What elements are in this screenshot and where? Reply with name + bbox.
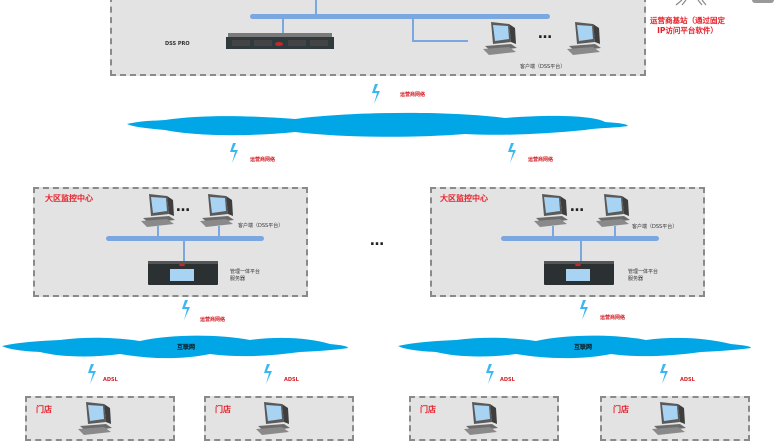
platform-server-label-line2: 服务器 xyxy=(628,276,644,282)
carrier-network-label: 运营商网络 xyxy=(200,317,226,323)
client-ellipsis: … xyxy=(538,26,553,42)
server-drop-line xyxy=(282,16,284,34)
regional-center-box xyxy=(430,187,705,297)
carrier-network-label: 运营商网络 xyxy=(250,157,276,163)
internet-cloud-label: 互联网 xyxy=(177,344,196,351)
platform-server-icon xyxy=(148,261,218,285)
client-drop-line xyxy=(157,226,159,238)
internet-cloud xyxy=(398,335,751,359)
wireless-link-icon xyxy=(372,84,380,104)
carrier-network-cloud xyxy=(127,112,628,137)
wireless-link-icon xyxy=(660,364,668,384)
carrier-network-label: 运营商网络 xyxy=(400,92,426,98)
platform-server-label-line1: 管理一体平台 xyxy=(628,269,659,275)
server-drop-line xyxy=(580,240,582,262)
client-pc-icon xyxy=(567,22,601,55)
wireless-link-icon xyxy=(486,364,494,384)
client-drop-line xyxy=(412,16,414,42)
platform-server-icon xyxy=(544,261,614,285)
uplink-line xyxy=(315,0,317,16)
client-pc-icon xyxy=(596,194,630,227)
client-pc-icon xyxy=(483,22,517,55)
store-label: 门店 xyxy=(36,405,52,414)
wireless-link-icon xyxy=(580,300,588,320)
store-label: 门店 xyxy=(215,405,231,414)
server-drop-line xyxy=(183,240,185,262)
wireless-link-icon xyxy=(88,364,96,384)
platform-server-label-line1: 管理一体平台 xyxy=(230,269,261,275)
regional-network-bus xyxy=(501,236,659,241)
top-client-label: 客户端（DSS平台） xyxy=(520,64,566,70)
platform-server-label-line2: 服务器 xyxy=(230,276,246,282)
client-pc-icon xyxy=(534,194,568,227)
base-station-label-line1: 运营商基站（通过固定 xyxy=(650,16,725,25)
antenna-device-icon xyxy=(752,0,774,3)
regional-network-bus xyxy=(106,236,264,241)
wireless-link-icon xyxy=(230,143,238,163)
dss-pro-server-icon xyxy=(226,33,334,49)
regional-center-title: 大区监控中心 xyxy=(45,194,93,203)
client-ellipsis: … xyxy=(570,199,585,215)
internet-cloud-label: 互联网 xyxy=(574,344,593,351)
wireless-link-icon xyxy=(508,143,516,163)
client-pc-icon xyxy=(141,194,175,227)
platform-server-label: 管理一体平台 服务器 xyxy=(230,269,260,283)
adsl-label: ADSL xyxy=(103,377,118,383)
client-drop-line xyxy=(552,226,554,238)
carrier-network-label: 运营商网络 xyxy=(528,157,554,163)
regional-client-label: 客户端（DSS平台） xyxy=(632,224,678,230)
base-station-label-line2: IP访问平台软件） xyxy=(657,26,718,35)
base-station-label: 运营商基站（通过固定 IP访问平台软件） xyxy=(650,16,725,36)
antenna-icon xyxy=(675,0,707,6)
client-pc-icon xyxy=(200,194,234,227)
wireless-link-icon xyxy=(264,364,272,384)
adsl-label: ADSL xyxy=(284,377,299,383)
internet-cloud xyxy=(2,335,348,359)
regional-centers-ellipsis: … xyxy=(370,233,385,249)
adsl-label: ADSL xyxy=(680,377,695,383)
regional-client-label: 客户端（DSS平台） xyxy=(238,223,284,229)
adsl-label: ADSL xyxy=(500,377,515,383)
store-label: 门店 xyxy=(420,405,436,414)
regional-center-title: 大区监控中心 xyxy=(440,194,488,203)
dss-pro-label: DSS PRO xyxy=(165,41,190,47)
store-label: 门店 xyxy=(613,405,629,414)
client-ellipsis: … xyxy=(176,199,191,215)
top-center-box xyxy=(110,0,646,76)
wireless-link-icon xyxy=(182,300,190,320)
client-drop-line xyxy=(614,226,616,238)
top-network-bus xyxy=(250,14,550,19)
client-drop-line xyxy=(218,226,220,238)
carrier-network-label: 运营商网络 xyxy=(600,315,626,321)
platform-server-label: 管理一体平台 服务器 xyxy=(628,269,658,283)
client-branch-line xyxy=(412,40,468,42)
